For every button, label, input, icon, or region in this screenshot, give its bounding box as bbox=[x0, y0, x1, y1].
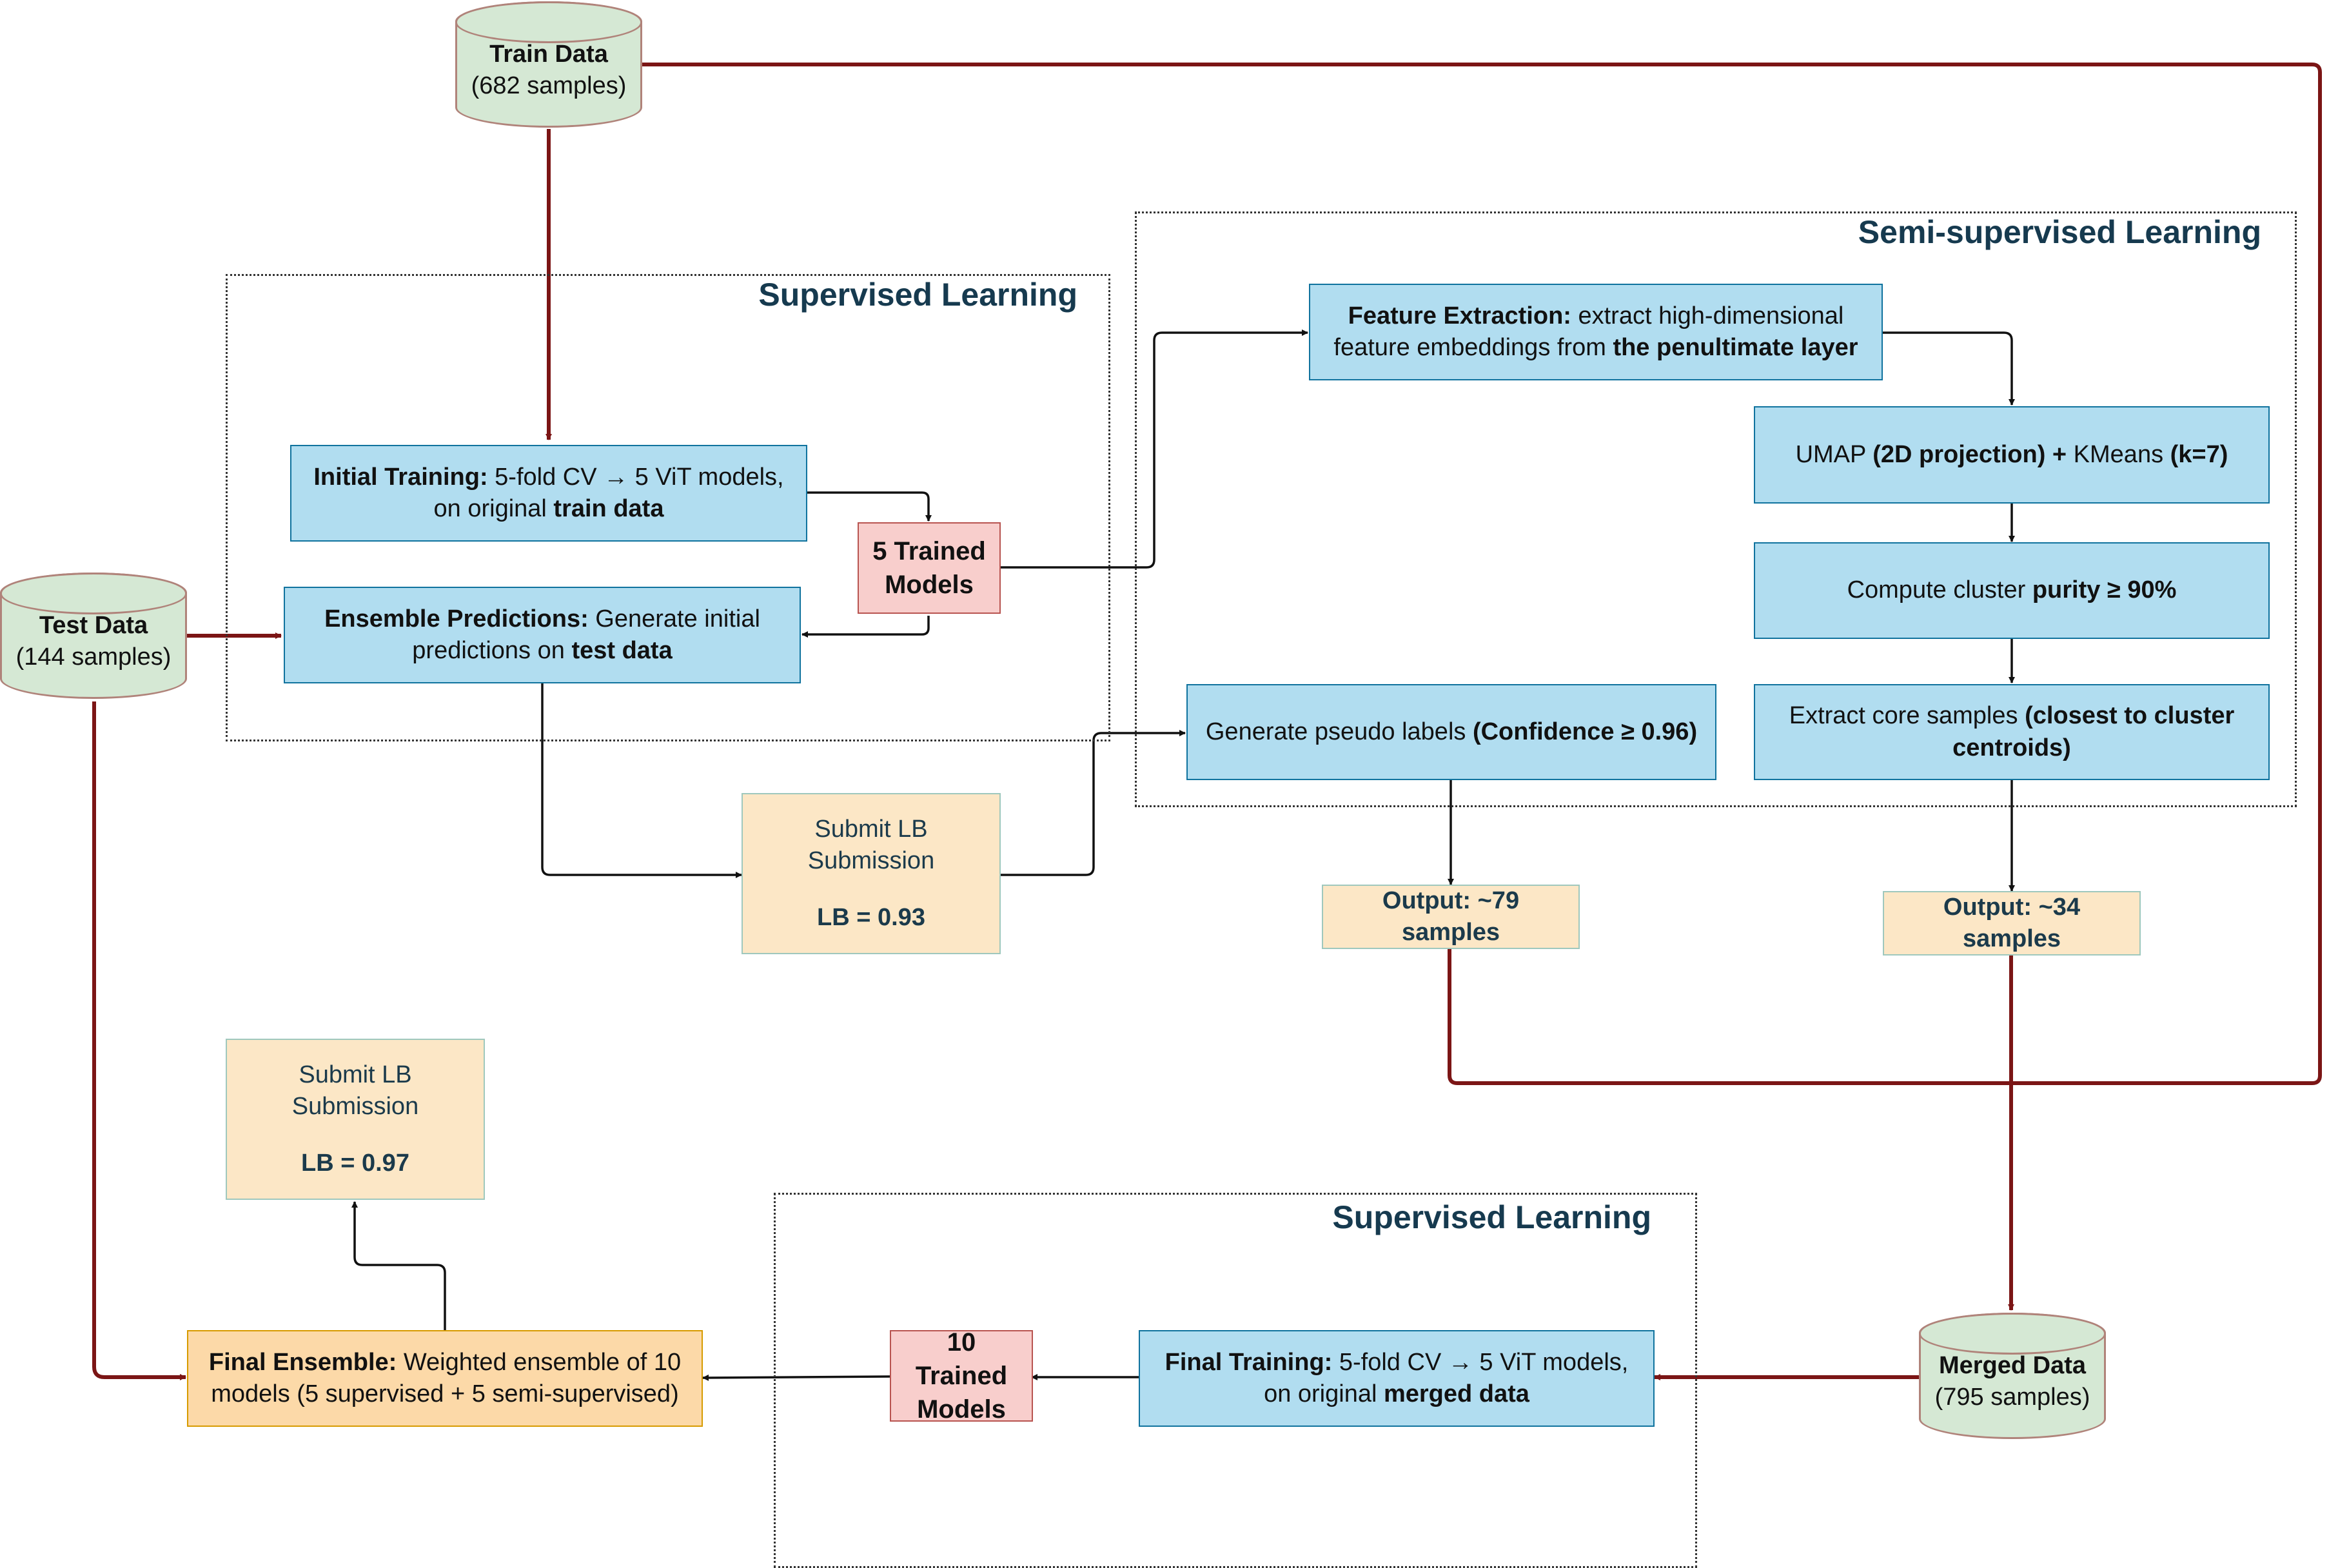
merged-data-count: (795 samples) bbox=[1934, 1384, 2090, 1411]
train-data-title: Train Data bbox=[489, 40, 608, 68]
supervised-learning-region-bottom: Supervised Learning bbox=[774, 1193, 1697, 1568]
core-emphasis: (closest to cluster bbox=[2025, 702, 2235, 730]
output-34-box: Output: ~34 samples bbox=[1883, 891, 2141, 956]
ten-trained-models-box: 10 Trained Models bbox=[890, 1328, 1033, 1424]
submit-label: Submit LB bbox=[299, 1061, 412, 1088]
umap-plus: + bbox=[2045, 440, 2074, 468]
output-79-box: Output: ~79 samples bbox=[1322, 885, 1580, 949]
feature-extraction-text: feature embeddings from bbox=[1333, 334, 1613, 361]
core-text: Extract core samples bbox=[1789, 702, 2025, 730]
models-label: 5 Trained bbox=[872, 537, 986, 565]
train-data-count: (682 samples) bbox=[471, 72, 627, 99]
lb-score: LB = 0.97 bbox=[301, 1149, 409, 1177]
final-ensemble-text: Weighted ensemble of 10 bbox=[397, 1348, 682, 1376]
submit-label: Submission bbox=[291, 1093, 419, 1121]
models-label: 10 Trained bbox=[915, 1328, 1008, 1390]
five-trained-models-box: 5 Trained Models bbox=[858, 522, 1001, 614]
purity-emphasis: purity ≥ 90% bbox=[2032, 576, 2177, 604]
region-title: Supervised Learning bbox=[758, 277, 1077, 313]
arrow-5-models-to-feature-extraction bbox=[1000, 329, 1308, 569]
submit-lb-box-1: Submit LB Submission LB = 0.93 bbox=[742, 793, 1001, 954]
test-data-title: Test Data bbox=[39, 611, 148, 639]
umap-kmeans-box: UMAP (2D projection) + KMeans (k=7) bbox=[1754, 406, 2270, 504]
feature-extraction-emphasis: the penultimate layer bbox=[1613, 334, 1858, 361]
final-ensemble-text: models (5 supervised + 5 semi-supervised… bbox=[211, 1380, 679, 1407]
kmeans-text: KMeans bbox=[2073, 440, 2170, 468]
region-title: Semi-supervised Learning bbox=[1858, 214, 2261, 250]
submit-lb-box-2: Submit LB Submission LB = 0.97 bbox=[226, 1039, 485, 1200]
arrow-test-to-final-ensemble bbox=[92, 701, 186, 1380]
initial-training-emphasis: train data bbox=[553, 495, 664, 522]
models-label: Models bbox=[885, 571, 974, 599]
arrow-10-models-to-final-ensemble bbox=[702, 1374, 890, 1381]
initial-training-text: 5-fold CV → 5 ViT models, bbox=[487, 463, 784, 491]
output-label: Output: ~79 samples bbox=[1382, 887, 1520, 946]
pseudo-text: Generate pseudo labels bbox=[1205, 718, 1473, 745]
umap-text: UMAP bbox=[1795, 440, 1873, 468]
arrow-ensemble-to-submit1 bbox=[541, 683, 742, 878]
lb-score: LB = 0.93 bbox=[817, 903, 925, 931]
pseudo-emphasis: (Confidence ≥ 0.96) bbox=[1472, 718, 1698, 745]
feature-extraction-box: Feature Extraction: extract high-dimensi… bbox=[1309, 284, 1883, 380]
output-label: Output: ~34 samples bbox=[1943, 893, 2081, 952]
submit-label: Submit LB bbox=[814, 815, 928, 843]
final-ensemble-box: Final Ensemble: Weighted ensemble of 10 … bbox=[187, 1330, 703, 1427]
supervised-learning-region-top: Supervised Learning bbox=[226, 274, 1110, 741]
initial-training-box: Initial Training: 5-fold CV → 5 ViT mode… bbox=[290, 445, 807, 542]
core-emphasis: centroids) bbox=[1952, 734, 2071, 761]
umap-emphasis: (2D projection) bbox=[1872, 440, 2046, 468]
arrow-5-models-to-ensemble bbox=[801, 616, 930, 638]
ensemble-predictions-text: Generate initial bbox=[588, 605, 760, 632]
cluster-purity-box: Compute cluster purity ≥ 90% bbox=[1754, 542, 2270, 639]
feature-extraction-text: extract high-dimensional bbox=[1571, 302, 1844, 329]
merged-data-cylinder: Merged Data (795 samples) bbox=[1919, 1313, 2106, 1439]
final-training-box: Final Training: 5-fold CV → 5 ViT models… bbox=[1139, 1330, 1655, 1427]
final-training-text: 5-fold CV → 5 ViT models, bbox=[1332, 1348, 1629, 1376]
ensemble-predictions-emphasis: test data bbox=[571, 637, 673, 664]
submit-label: Submission bbox=[807, 847, 935, 875]
core-samples-box: Extract core samples (closest to cluster… bbox=[1754, 684, 2270, 780]
final-ensemble-label: Final Ensemble: bbox=[208, 1348, 397, 1376]
line-train-to-merge bbox=[642, 63, 2322, 1085]
ensemble-predictions-text: predictions on bbox=[412, 637, 572, 664]
arrow-feature-to-umap bbox=[1883, 331, 2015, 406]
test-data-cylinder: Test Data (144 samples) bbox=[0, 573, 187, 699]
purity-text: Compute cluster bbox=[1847, 576, 2032, 604]
merged-data-title: Merged Data bbox=[1938, 1351, 2087, 1379]
final-training-emphasis: merged data bbox=[1383, 1380, 1529, 1407]
test-data-count: (144 samples) bbox=[15, 643, 172, 671]
feature-extraction-label: Feature Extraction: bbox=[1348, 302, 1571, 329]
cylinder-top bbox=[1919, 1313, 2106, 1355]
ensemble-predictions-label: Ensemble Predictions: bbox=[324, 605, 589, 632]
models-label: Models bbox=[917, 1395, 1006, 1424]
initial-training-text: on original bbox=[433, 495, 554, 522]
arrow-initial-to-5-models bbox=[807, 491, 932, 522]
train-data-cylinder: Train Data (682 samples) bbox=[455, 1, 642, 128]
ensemble-predictions-box: Ensemble Predictions: Generate initial p… bbox=[284, 587, 801, 683]
pseudo-labels-box: Generate pseudo labels (Confidence ≥ 0.9… bbox=[1186, 684, 1716, 780]
arrow-final-ensemble-to-submit2 bbox=[351, 1201, 446, 1330]
region-title: Supervised Learning bbox=[1332, 1199, 1651, 1235]
final-training-label: Final Training: bbox=[1164, 1348, 1333, 1376]
kmeans-emphasis: (k=7) bbox=[2170, 440, 2228, 468]
cylinder-top bbox=[455, 1, 642, 43]
arrow-submit1-to-pseudo bbox=[1000, 730, 1186, 876]
final-training-text: on original bbox=[1264, 1380, 1384, 1407]
cylinder-top bbox=[0, 573, 187, 614]
semi-supervised-learning-region: Semi-supervised Learning bbox=[1135, 211, 2297, 807]
initial-training-label: Initial Training: bbox=[313, 463, 488, 491]
